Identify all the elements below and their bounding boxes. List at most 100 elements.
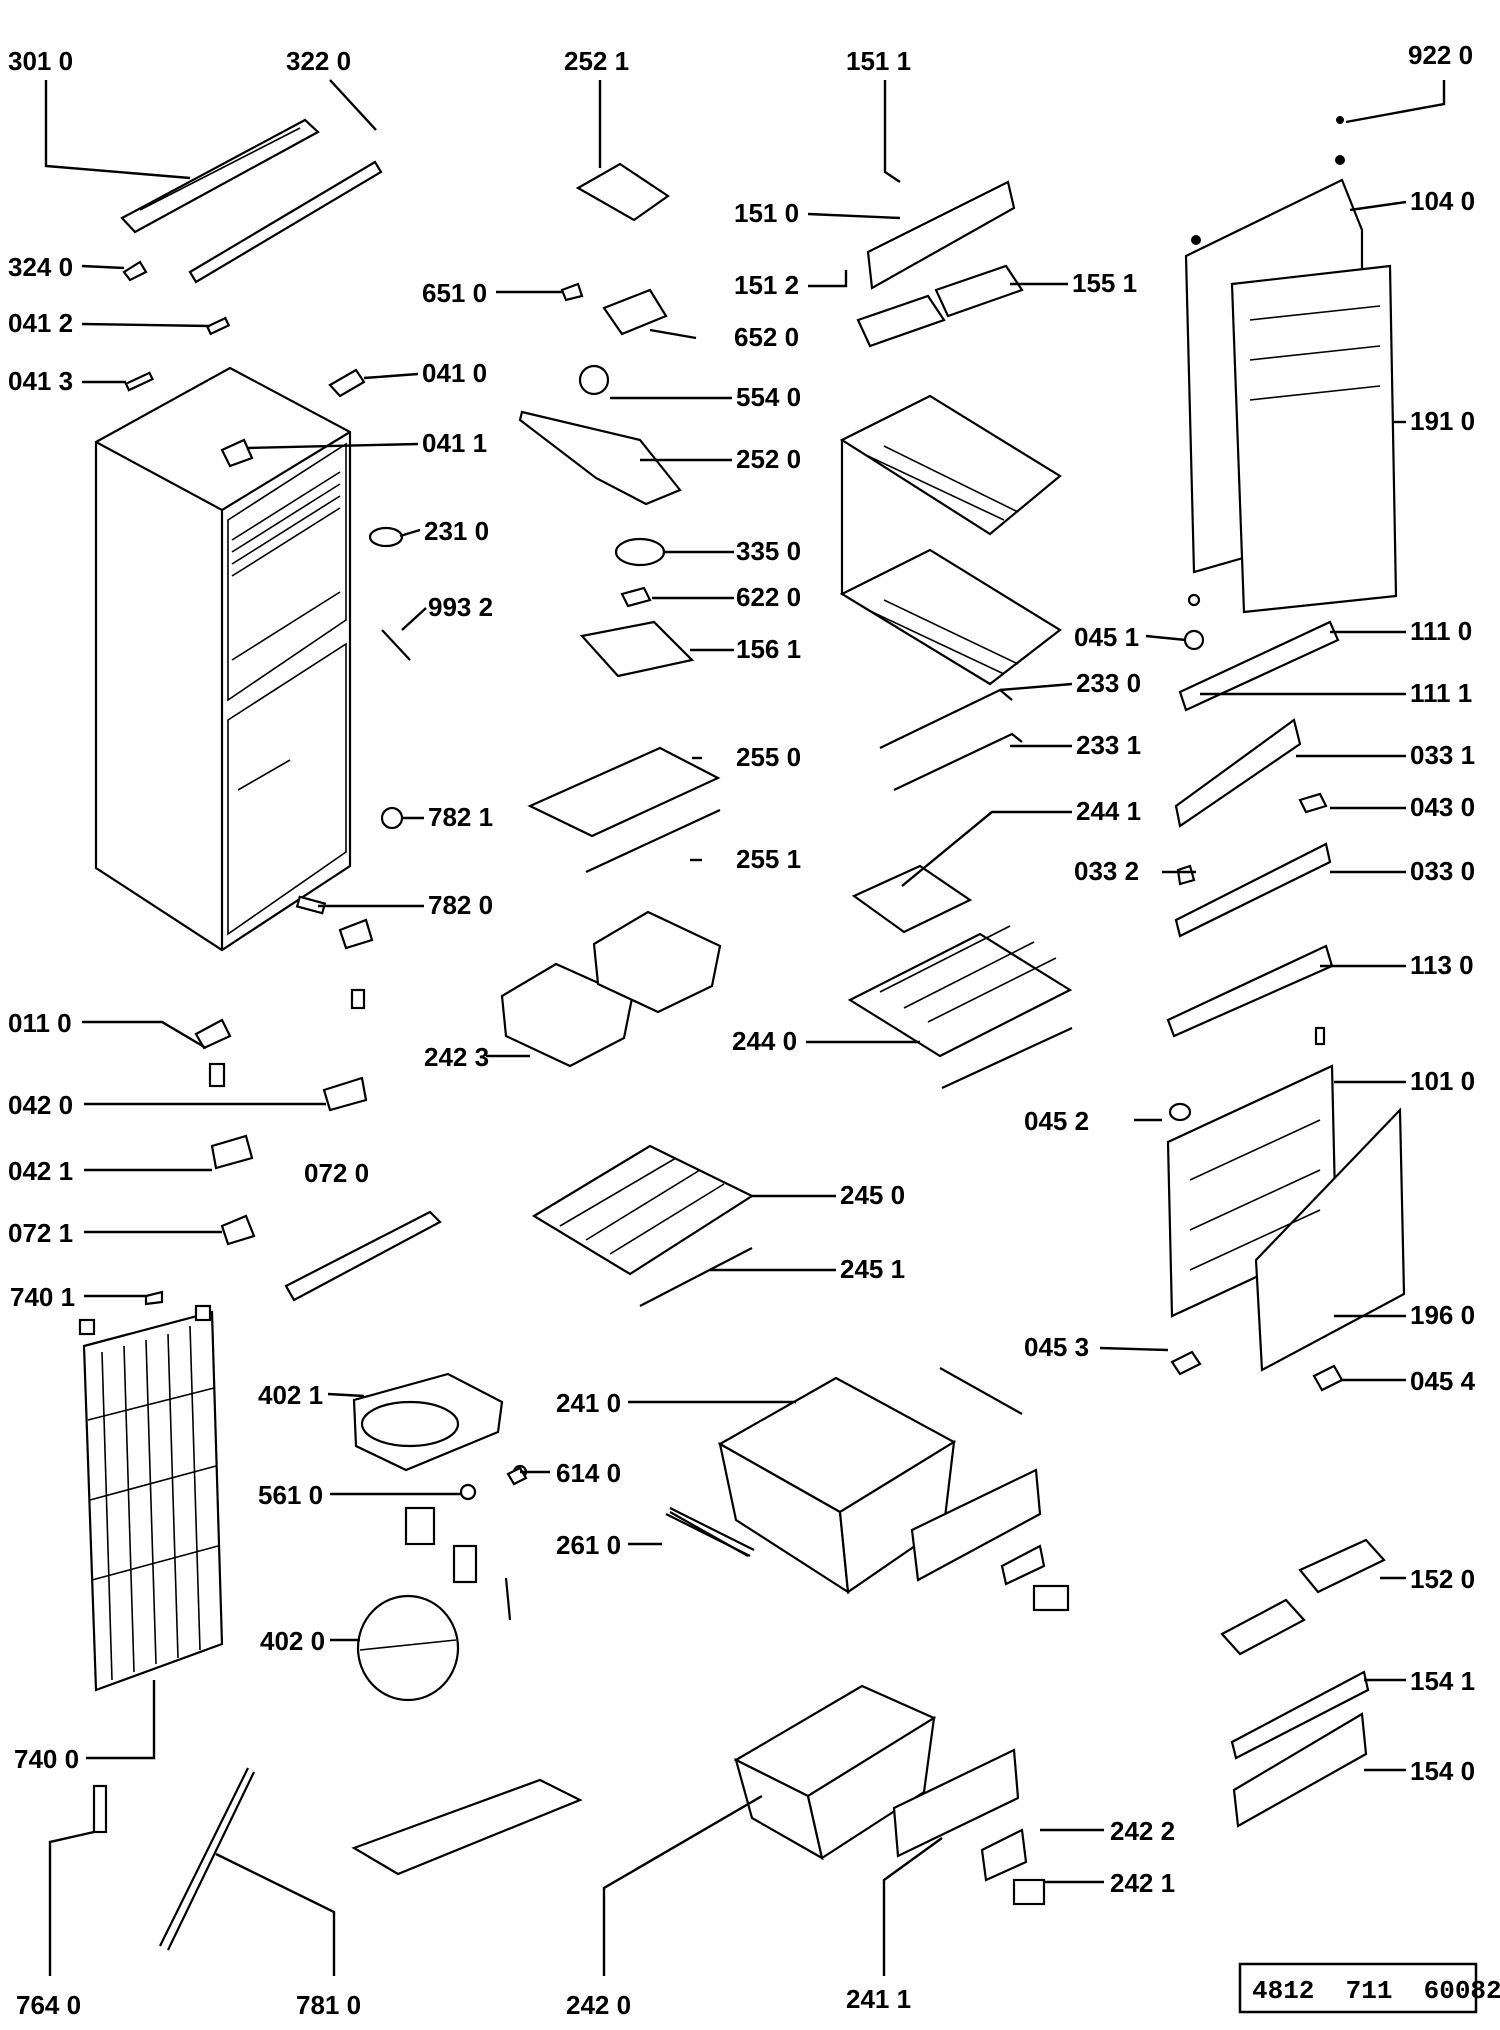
callout-0451: 045 1	[1074, 622, 1139, 652]
callout-2410: 241 0	[556, 1388, 621, 1418]
callout-1960: 196 0	[1410, 1300, 1475, 1330]
fridge-door	[1184, 116, 1398, 614]
callout-0453: 045 3	[1024, 1332, 1089, 1362]
callout-0330: 033 0	[1410, 856, 1475, 886]
callout-7821: 782 1	[428, 802, 493, 832]
callout-1010: 101 0	[1410, 1066, 1475, 1096]
callout-9220: 922 0	[1408, 40, 1473, 70]
callout-0421: 042 1	[8, 1156, 73, 1186]
callout-0412: 041 2	[8, 308, 73, 338]
callout-2423: 242 3	[424, 1042, 489, 1072]
callout-6140: 614 0	[556, 1458, 621, 1488]
freezer-basket-upper	[669, 1367, 1070, 1612]
callout-1520: 152 0	[1410, 1564, 1475, 1594]
small-clips	[122, 260, 231, 392]
callout-0331: 033 1	[1410, 740, 1475, 770]
callout-1561: 156 1	[736, 634, 801, 664]
callout-1551: 155 1	[1072, 268, 1137, 298]
callout-2331: 233 1	[1076, 730, 1141, 760]
shelf-bracket-upper	[879, 688, 1013, 749]
callout-7400: 740 0	[14, 1744, 79, 1774]
callout-7810: 781 0	[296, 1990, 361, 2020]
callout-3350: 335 0	[736, 536, 801, 566]
callout-1512: 151 2	[734, 270, 799, 300]
callout-6520: 652 0	[734, 322, 799, 352]
callout-2450: 245 0	[840, 1180, 905, 1210]
callout-0720: 072 0	[304, 1158, 369, 1188]
callout-1040: 104 0	[1410, 186, 1475, 216]
callout-5540: 554 0	[736, 382, 801, 412]
callout-3220: 322 0	[286, 46, 351, 76]
bottom-rail	[284, 1210, 442, 1302]
callout-1110: 111 0	[1410, 616, 1472, 646]
callout-0410: 041 0	[422, 358, 487, 388]
freezer-door	[1166, 1064, 1406, 1392]
callout-2550: 255 0	[736, 742, 801, 772]
callout-7820: 782 0	[428, 890, 493, 920]
compressor	[356, 1483, 512, 1702]
drip-tray	[352, 1372, 504, 1472]
drawing-reference-box: 4812 711 60082	[1238, 1962, 1500, 2014]
door-shelves	[1220, 1538, 1386, 1828]
callout-1510: 151 0	[734, 198, 799, 228]
crisper-drawers	[500, 910, 722, 1068]
shelf-bracket-lower	[893, 732, 1023, 791]
callout-0452: 045 2	[1024, 1106, 1089, 1136]
callout-5610: 561 0	[258, 1480, 323, 1510]
callout-9932: 993 2	[428, 592, 493, 622]
callout-2610: 261 0	[556, 1530, 621, 1560]
callout-0420: 042 0	[8, 1090, 73, 1120]
callout-1511: 151 1	[846, 46, 911, 76]
condenser-coil	[78, 1304, 224, 1692]
callout-3240: 324 0	[8, 252, 73, 282]
callout-7640: 764 0	[16, 1990, 81, 2020]
fridge-cabinet	[94, 366, 352, 952]
top-hinge-cover	[120, 118, 383, 284]
callout-1111: 111 1	[1410, 678, 1472, 708]
callout-2420: 242 0	[566, 1990, 631, 2020]
base-plate	[351, 1778, 583, 1876]
callout-2422: 242 2	[1110, 1816, 1175, 1846]
leader-lines	[44, 79, 1446, 1976]
callout-0413: 041 3	[8, 366, 73, 396]
callout-1541: 154 1	[1410, 1666, 1475, 1696]
freezer-basket-lower	[733, 1684, 1046, 1906]
callout-2451: 245 1	[840, 1254, 905, 1284]
callout-7401: 740 1	[10, 1282, 75, 1312]
callout-4020: 402 0	[260, 1626, 325, 1656]
callout-2440: 244 0	[732, 1026, 797, 1056]
callout-6220: 622 0	[736, 582, 801, 612]
light-cover-egg-trays	[856, 180, 1024, 348]
evaporator	[839, 394, 1062, 686]
drawing-reference-number: 4812 711 60082	[1252, 1976, 1500, 2006]
callout-1910: 191 0	[1410, 406, 1475, 436]
callout-labels: 301 0 322 0 252 1 151 1 922 0 151 0 104 …	[8, 40, 1476, 2020]
callout-0332: 033 2	[1074, 856, 1139, 886]
callout-2310: 231 0	[424, 516, 489, 546]
centre-small-parts	[506, 1464, 755, 1557]
callout-2521: 252 1	[564, 46, 629, 76]
glass-shelf	[527, 746, 721, 838]
callout-2330: 233 0	[1076, 668, 1141, 698]
wire-shelf	[847, 864, 1073, 1089]
part-drawings	[78, 116, 1406, 1951]
callout-2441: 244 1	[1076, 796, 1141, 826]
cabinet-hinges	[220, 368, 411, 1010]
thermostat-group	[518, 162, 695, 678]
callout-2411: 241 1	[846, 1984, 911, 2014]
callout-0454: 045 4	[1410, 1366, 1476, 1396]
callout-4021: 402 1	[258, 1380, 323, 1410]
callout-1130: 113 0	[1410, 950, 1474, 980]
door-rails	[1166, 593, 1340, 1046]
feet-brackets	[144, 1018, 368, 1306]
callout-0110: 011 0	[8, 1008, 72, 1038]
callout-0411: 041 1	[422, 428, 487, 458]
callout-2520: 252 0	[736, 444, 801, 474]
callout-2551: 255 1	[736, 844, 801, 874]
callout-3010: 301 0	[8, 46, 73, 76]
callout-6510: 651 0	[422, 278, 487, 308]
callout-2421: 242 1	[1110, 1868, 1175, 1898]
callout-0721: 072 1	[8, 1218, 73, 1248]
freezer-shelf	[531, 1144, 755, 1307]
